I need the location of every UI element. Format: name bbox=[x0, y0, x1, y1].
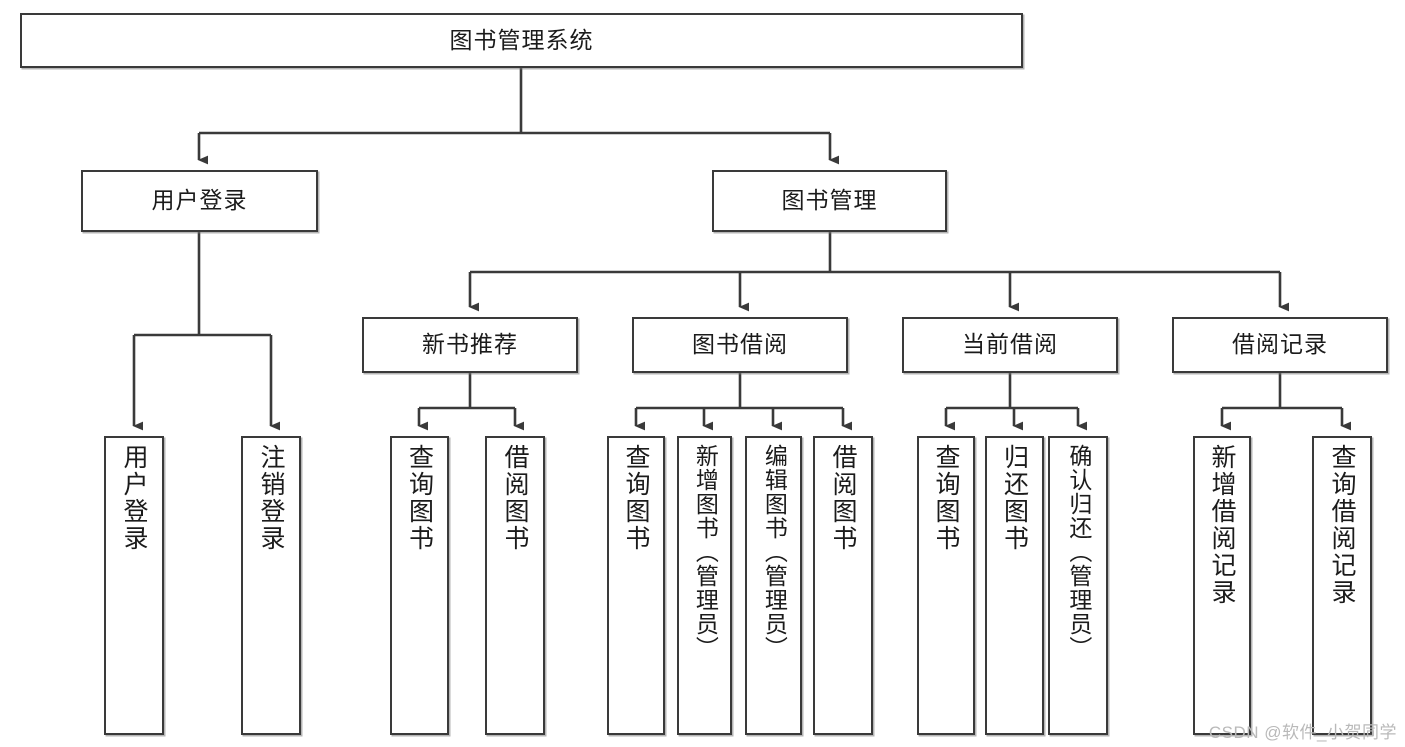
node-book-management-label: 图书管理 bbox=[781, 187, 878, 214]
leaf-return-book[interactable]: 归还图书 bbox=[985, 436, 1044, 735]
node-new-book-recommend[interactable]: 新书推荐 bbox=[362, 317, 578, 373]
watermark: CSDN @软件_小贺同学 bbox=[1208, 723, 1397, 742]
node-book-borrow[interactable]: 图书借阅 bbox=[632, 317, 848, 373]
leaf-add-book-admin-label: 新增图书（管理员） bbox=[692, 444, 719, 660]
leaf-add-borrow-record-label: 新增借阅记录 bbox=[1208, 444, 1236, 606]
leaf-logout-label: 注销登录 bbox=[257, 444, 285, 552]
leaf-newbook-borrow-book-label: 借阅图书 bbox=[501, 444, 529, 552]
leaf-newbook-query-book-label: 查询图书 bbox=[405, 444, 434, 552]
leaf-return-book-label: 归还图书 bbox=[1000, 444, 1029, 552]
leaf-logout[interactable]: 注销登录 bbox=[241, 436, 301, 735]
leaf-add-borrow-record[interactable]: 新增借阅记录 bbox=[1193, 436, 1251, 735]
leaf-borrow-query-book-label: 查询图书 bbox=[622, 444, 650, 552]
leaf-borrow-book-label: 借阅图书 bbox=[829, 444, 857, 552]
node-root[interactable]: 图书管理系统 bbox=[20, 13, 1023, 68]
leaf-borrow-book[interactable]: 借阅图书 bbox=[813, 436, 873, 735]
node-current-borrow[interactable]: 当前借阅 bbox=[902, 317, 1118, 373]
node-root-label: 图书管理系统 bbox=[449, 26, 594, 53]
node-borrow-record-label: 借阅记录 bbox=[1232, 331, 1328, 358]
node-book-management[interactable]: 图书管理 bbox=[712, 170, 947, 232]
leaf-user-login-label: 用户登录 bbox=[120, 444, 148, 552]
leaf-newbook-borrow-book[interactable]: 借阅图书 bbox=[485, 436, 545, 735]
leaf-current-query-book[interactable]: 查询图书 bbox=[917, 436, 975, 735]
node-user-login-label: 用户登录 bbox=[151, 187, 248, 214]
leaf-borrow-query-book[interactable]: 查询图书 bbox=[607, 436, 665, 735]
leaf-query-borrow-record-label: 查询借阅记录 bbox=[1328, 444, 1356, 606]
leaf-add-book-admin[interactable]: 新增图书（管理员） bbox=[677, 436, 732, 735]
node-borrow-record[interactable]: 借阅记录 bbox=[1172, 317, 1388, 373]
node-current-borrow-label: 当前借阅 bbox=[962, 331, 1058, 358]
node-user-login[interactable]: 用户登录 bbox=[81, 170, 318, 232]
node-new-book-recommend-label: 新书推荐 bbox=[422, 331, 518, 358]
leaf-edit-book-admin-label: 编辑图书（管理员） bbox=[761, 444, 788, 660]
leaf-newbook-query-book[interactable]: 查询图书 bbox=[390, 436, 449, 735]
leaf-edit-book-admin[interactable]: 编辑图书（管理员） bbox=[745, 436, 802, 735]
leaf-confirm-return-admin[interactable]: 确认归还（管理员） bbox=[1048, 436, 1108, 735]
leaf-confirm-return-admin-label: 确认归还（管理员） bbox=[1065, 444, 1092, 660]
leaf-user-login[interactable]: 用户登录 bbox=[104, 436, 164, 735]
leaf-query-borrow-record[interactable]: 查询借阅记录 bbox=[1312, 436, 1372, 735]
leaf-current-query-book-label: 查询图书 bbox=[932, 444, 960, 552]
node-book-borrow-label: 图书借阅 bbox=[692, 331, 788, 358]
